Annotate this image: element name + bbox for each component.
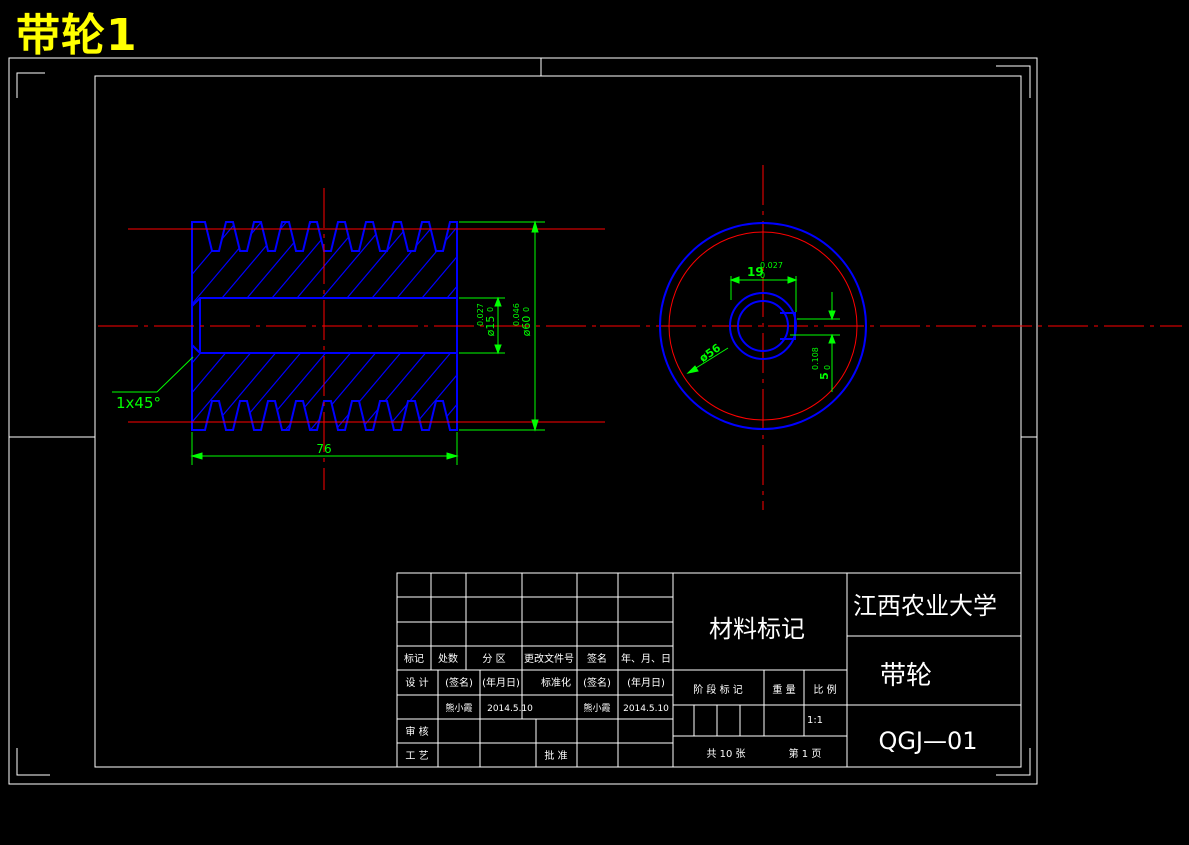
dim-outer-tol: 0.046: [512, 303, 521, 326]
tb-design-sign: (签名): [445, 676, 473, 689]
section-hatch: [192, 222, 457, 430]
dim-circle-dia: ø56: [697, 341, 723, 365]
dim-keyway-width-tol: 0.027: [760, 261, 783, 270]
tb-review: 审 核: [405, 725, 428, 738]
side-view: 19 0.027 0 ø56 5 0.108 0: [600, 165, 1182, 510]
tb-designer-date: 2014.5.10: [487, 704, 533, 714]
front-section-view: 76 ø60 0.046 0 ø15 0.027 0 1x45°: [98, 188, 605, 490]
tb-rev-zone: 分 区: [482, 653, 505, 665]
title-block: 标记 处数 分 区 更改文件号 签名 年、月、日 设 计 (签名) (年月日) …: [396, 572, 1022, 768]
tb-rev-count: 处数: [438, 652, 458, 665]
tb-standard-sign: (签名): [583, 676, 611, 689]
pulley-outline: [191, 221, 458, 431]
front-dimensions: [112, 220, 545, 465]
dim-key-depth-tol-zero: 0: [823, 365, 832, 370]
dim-bore-tol-zero: 0: [486, 307, 495, 312]
tb-rev-date: 年、月、日: [621, 652, 671, 665]
sheet-title: 带轮1: [16, 10, 138, 61]
front-centerlines: [98, 188, 605, 490]
tb-organization: 江西农业大学: [853, 592, 997, 620]
tb-design-date: (年月日): [482, 676, 520, 689]
dim-keyway-width-tol-zero: 0: [760, 271, 765, 280]
tb-part-name: 带轮: [880, 661, 932, 691]
dim-keyway-width: 19: [747, 265, 764, 279]
chamfer-note: 1x45°: [116, 394, 161, 412]
tb-standard: 标准化: [541, 676, 571, 689]
tb-standard-name: 熊小霞: [583, 702, 610, 714]
dim-key-depth-tol: 0.108: [811, 347, 820, 370]
dim-outer-dia: ø60: [520, 316, 533, 337]
side-centerlines: [600, 165, 1182, 510]
bore-circle: [737, 300, 789, 352]
side-dimensions: [686, 276, 840, 392]
tb-rev-sign: 签名: [587, 652, 607, 665]
tb-scale-label: 比 例: [813, 683, 836, 696]
dim-key-depth: 5: [818, 372, 831, 380]
tb-approve: 批 准: [544, 749, 567, 762]
tb-sheet-count: 共 10 张: [706, 748, 745, 760]
tb-rev-mark: 标记: [404, 653, 424, 665]
dim-length: 76: [316, 442, 331, 456]
tb-stage-mark: 阶 段 标 记: [693, 683, 743, 696]
tb-designer-name: 熊小霞: [445, 702, 472, 714]
tb-weight: 重 量: [772, 683, 795, 696]
bore-outline: [191, 297, 457, 354]
groove-circle: [668, 231, 858, 421]
tb-scale-value: 1:1: [807, 715, 823, 726]
tb-page-number: 第 1 页: [789, 747, 822, 760]
tb-standard-name-date: 2014.5.10: [623, 704, 669, 714]
dim-bore-dia: ø15: [484, 316, 497, 337]
tb-drawing-number: QGJ—01: [878, 727, 977, 755]
tb-design: 设 计: [405, 676, 428, 689]
tb-rev-docno: 更改文件号: [524, 652, 574, 665]
keyway: [780, 312, 796, 340]
tb-process: 工 艺: [405, 750, 428, 762]
tb-material: 材料标记: [709, 615, 805, 643]
outer-circle: [659, 222, 867, 430]
tb-standard-date: (年月日): [627, 676, 665, 689]
dim-bore-tol: 0.027: [476, 303, 485, 326]
dim-outer-tol-zero: 0: [522, 307, 531, 312]
